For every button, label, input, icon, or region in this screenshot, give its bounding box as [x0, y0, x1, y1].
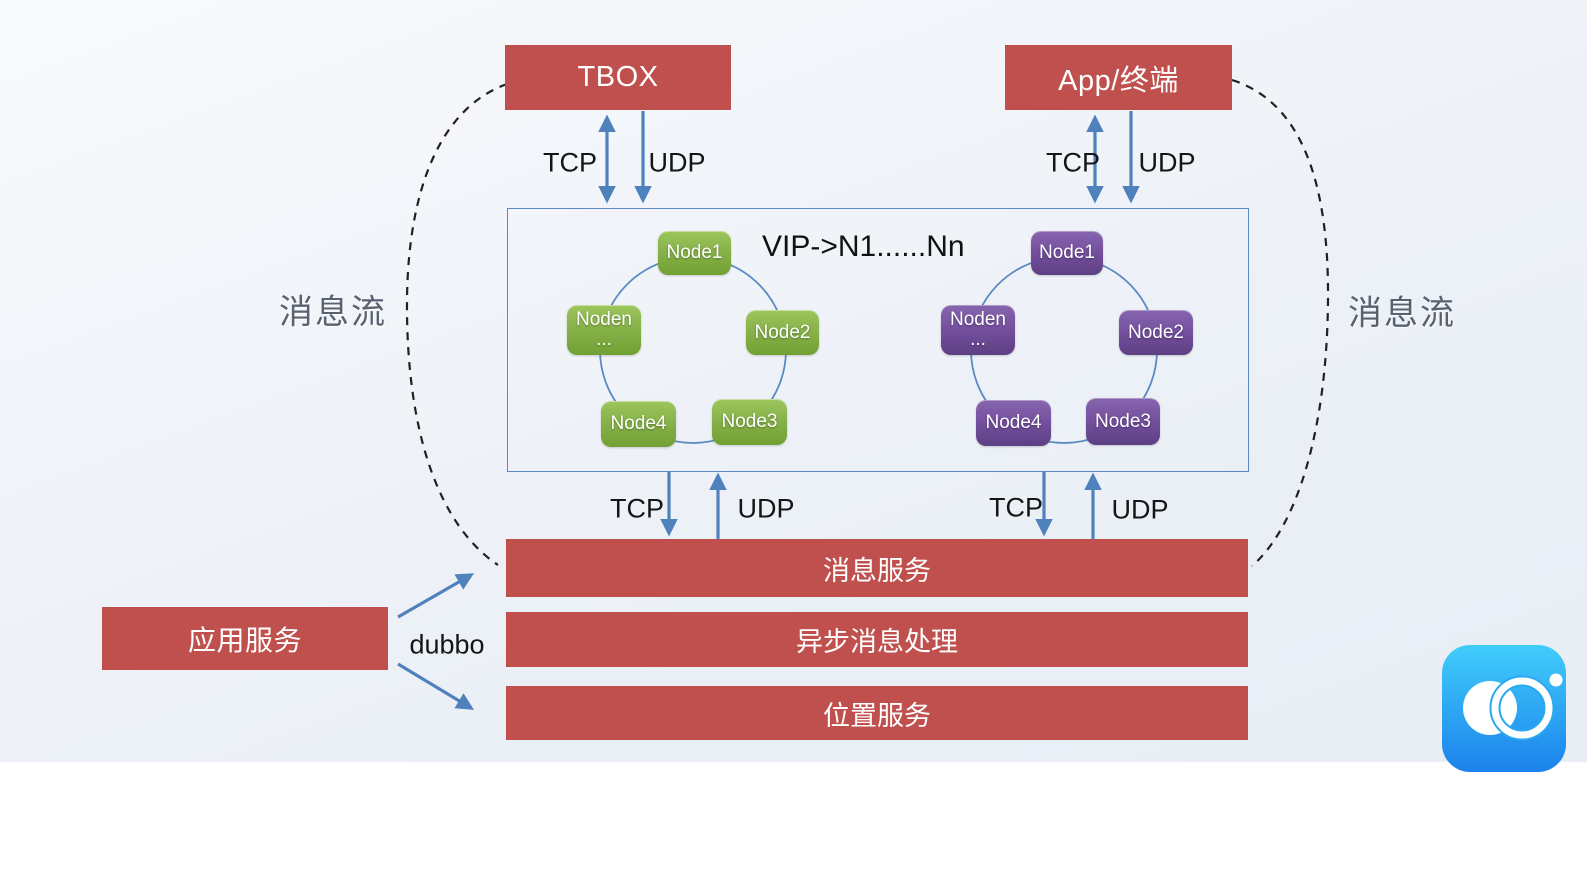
purple-node4: Node4 [976, 400, 1051, 446]
app-tcp-label: TCP [1046, 147, 1100, 178]
msg-tcp-label-right: TCP [989, 492, 1043, 523]
location-service-bar: 位置服务 [506, 686, 1248, 740]
tbox-tcp-label: TCP [543, 147, 597, 178]
vip-mapping-label: VIP->N1......Nn [762, 230, 965, 263]
message-service-bar: 消息服务 [506, 539, 1248, 597]
purple-noden: Noden ... [941, 305, 1015, 355]
dubbo-arrow-to-location-service [397, 662, 475, 710]
green-node3: Node3 [712, 399, 787, 445]
green-noden-ellipsis: ... [596, 329, 612, 350]
location-service-label: 位置服务 [823, 700, 931, 731]
tbox-udp-label: UDP [648, 147, 706, 178]
purple-node3: Node3 [1086, 398, 1160, 445]
tbox-label: TBOX [577, 61, 659, 93]
purple-node1-label: Node1 [1039, 242, 1095, 264]
green-node1: Node1 [658, 231, 731, 275]
dubbo-arrow-to-message-service [397, 573, 475, 619]
async-message-processing-label: 异步消息处理 [796, 627, 958, 657]
overlapping-circles-app-icon [1442, 645, 1566, 772]
message-flow-dashed-arc-right [1231, 78, 1330, 567]
message-flow-label-right: 消息流 [1348, 294, 1456, 333]
async-message-processing-bar: 异步消息处理 [506, 612, 1248, 667]
purple-node2: Node2 [1119, 310, 1193, 355]
purple-noden-label: Noden [950, 309, 1006, 331]
green-node4-label: Node4 [610, 413, 667, 435]
app-terminal-box: App/终端 [1005, 45, 1232, 110]
msg-udp-label-left: UDP [737, 493, 795, 524]
application-service-label: 应用服务 [187, 624, 302, 656]
message-flow-dashed-arc-left [405, 82, 508, 566]
green-noden-label: Noden [576, 309, 632, 331]
green-node4: Node4 [601, 401, 676, 447]
green-node2-label: Node2 [754, 321, 811, 343]
msg-udp-label-right: UDP [1111, 494, 1169, 525]
cluster-container-box [507, 208, 1249, 472]
app-udp-label: UDP [1138, 147, 1196, 178]
green-node3-label: Node3 [721, 411, 778, 433]
message-flow-label-left: 消息流 [279, 293, 387, 332]
purple-node3-label: Node3 [1095, 410, 1151, 432]
app-terminal-label: App/终端 [1058, 64, 1179, 97]
purple-node4-label: Node4 [985, 412, 1042, 434]
msg-tcp-label-left: TCP [610, 493, 664, 524]
message-service-label: 消息服务 [823, 555, 931, 586]
purple-node2-label: Node2 [1128, 321, 1184, 343]
tbox-box: TBOX [505, 45, 731, 110]
green-node1-label: Node1 [666, 242, 723, 264]
application-service-box: 应用服务 [102, 607, 388, 670]
dubbo-label: dubbo [409, 629, 485, 660]
green-node2: Node2 [746, 310, 819, 355]
purple-node1: Node1 [1031, 231, 1103, 275]
purple-noden-ellipsis: ... [970, 329, 986, 350]
green-noden: Noden ... [567, 305, 641, 355]
